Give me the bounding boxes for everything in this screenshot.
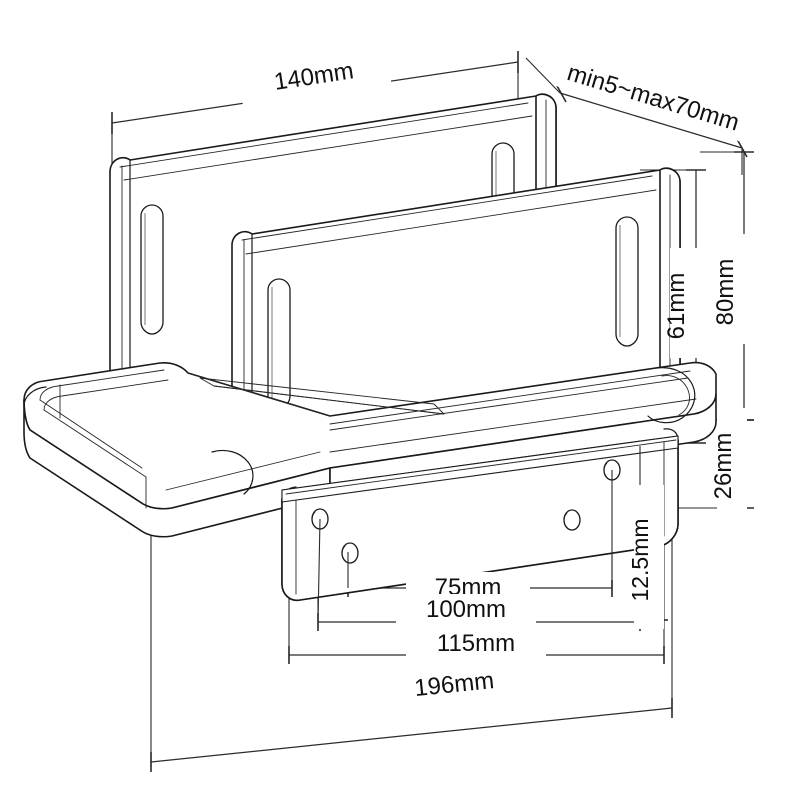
dimension-labels-top: 140mm min5~max70mm 61mm 80mm 26mm 12.5mm… [238,51,751,706]
mounting-hole-bottom-left-overlay [341,542,359,564]
dim-label-80mm-top: 80mm [712,259,739,326]
rear-plate-slot-left [140,204,164,335]
mounting-hole-bottom-right-overlay [563,509,581,531]
dim-label-min5-max70mm-top: min5~max70mm [564,59,742,136]
vesa-mounting-plate-overlay [281,435,679,602]
dim-label-26mm-top: 26mm [710,433,737,500]
front-plate-slot-right [615,216,639,347]
front-plate-slot-left [267,278,291,409]
dim-label-61mm-top: 61mm [663,273,690,340]
dim-label-100mm-top: 100mm [426,596,506,623]
dim-label-12-5mm-top: 12.5mm [627,518,653,601]
dim-label-115mm-top: 115mm [437,630,515,657]
